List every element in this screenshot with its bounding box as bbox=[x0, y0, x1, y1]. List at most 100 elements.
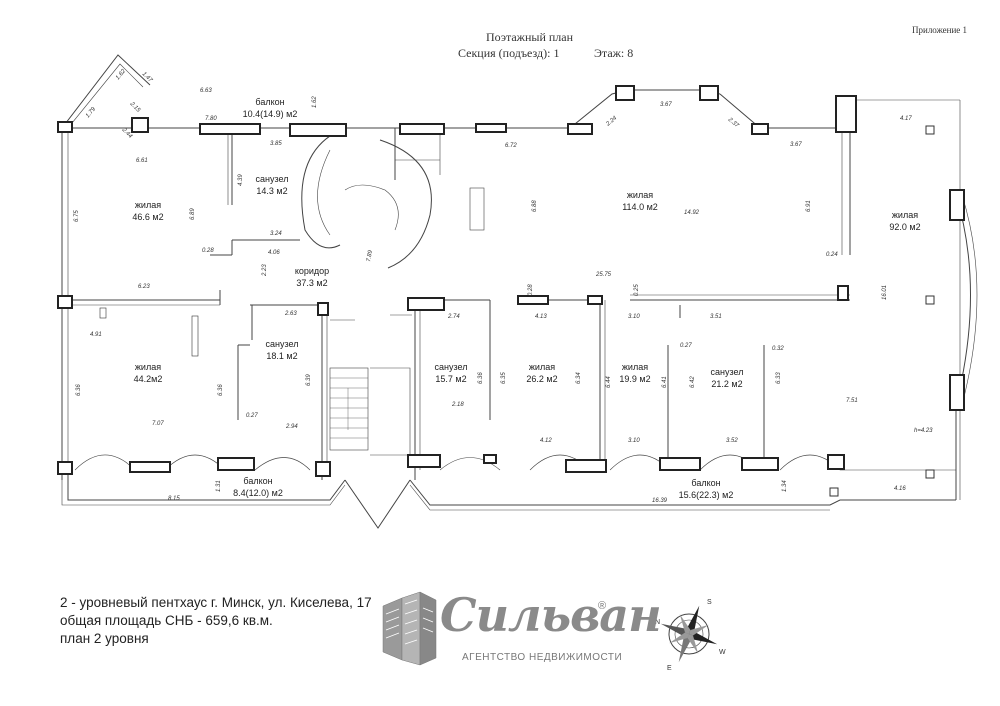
dim-label: 6.34 bbox=[576, 372, 582, 384]
dim-label: 6.44 bbox=[606, 376, 612, 388]
dim-label: 8.15 bbox=[168, 496, 180, 502]
logo-building-icon bbox=[382, 591, 437, 666]
compass-s: S bbox=[707, 599, 712, 606]
room-living-east-name: жилая bbox=[892, 210, 918, 220]
room-corridor-name: коридор bbox=[295, 266, 329, 276]
dim-label: 2.94 bbox=[285, 424, 298, 430]
compass-rose-icon: S N W E bbox=[655, 599, 726, 672]
floor-label: Этаж: 8 bbox=[594, 46, 634, 60]
nw-bay-wall bbox=[61, 54, 151, 129]
dim-label: 4.12 bbox=[540, 438, 552, 444]
dim-label: 2.18 bbox=[451, 402, 464, 408]
dim-label: 0.25 bbox=[634, 284, 640, 296]
room-living-east-area: 92.0 м2 bbox=[889, 222, 920, 232]
staircase bbox=[329, 367, 369, 451]
room-bath-1-area: 18.1 м2 bbox=[266, 351, 297, 361]
dim-label: 2.63 bbox=[284, 311, 297, 317]
description-line-2: общая площадь СНБ - 659,6 кв.м. bbox=[60, 613, 273, 628]
room-bath-3-name: санузел bbox=[711, 367, 744, 377]
dim-label: 6.72 bbox=[505, 143, 517, 149]
dim-label: 14.92 bbox=[684, 210, 700, 216]
dim-label: 1.31 bbox=[216, 480, 222, 492]
dim-label: 6.35 bbox=[501, 372, 507, 384]
dim-label: 4.17 bbox=[900, 116, 912, 122]
room-bath-top-area: 14.3 м2 bbox=[256, 186, 287, 196]
dim-label: 6.23 bbox=[138, 284, 150, 290]
dim-label: 4.13 bbox=[535, 314, 547, 320]
room-balcony-top-name: балкон bbox=[255, 97, 284, 107]
room-living-nw-name: жилая bbox=[135, 200, 161, 210]
dim-label: 3.85 bbox=[270, 141, 282, 147]
section-label: Секция (подъезд): 1 bbox=[458, 46, 560, 60]
dim-label: 6.75 bbox=[74, 210, 80, 222]
room-corridor-area: 37.3 м2 bbox=[296, 278, 327, 288]
room-living-nw-area: 46.6 м2 bbox=[132, 212, 163, 222]
dim-label: 16.01 bbox=[882, 285, 888, 300]
room-living-2-area: 26.2 м2 bbox=[526, 374, 557, 384]
room-bath-2-name: санузел bbox=[435, 362, 468, 372]
dim-label: 7.07 bbox=[152, 421, 164, 427]
dim-label: 3.10 bbox=[628, 438, 640, 444]
dim-label: 0.27 bbox=[246, 413, 258, 419]
room-balcony-top-area: 10.4(14.9) м2 bbox=[243, 109, 298, 119]
dim-label: 3.51 bbox=[710, 314, 722, 320]
room-balcony-bl-area: 8.4(12.0) м2 bbox=[233, 488, 283, 498]
dim-label: 2.15 bbox=[128, 100, 142, 114]
dim-label: 6.39 bbox=[306, 374, 312, 386]
dim-label: 4.91 bbox=[90, 332, 102, 338]
dim-label: 0.32 bbox=[772, 346, 784, 352]
dim-label: 0.28 bbox=[202, 248, 214, 254]
room-bath-3-area: 21.2 м2 bbox=[711, 379, 742, 389]
description-line-1: 2 - уровневый пентхаус г. Минск, ул. Кис… bbox=[60, 595, 372, 610]
compass-w: W bbox=[719, 649, 726, 656]
dim-label: 7.89 bbox=[366, 249, 374, 262]
dim-label: 6.89 bbox=[190, 208, 196, 220]
dim-label: 0.24 bbox=[826, 252, 838, 258]
description-line-3: план 2 уровня bbox=[60, 631, 149, 646]
dim-label: 6.33 bbox=[776, 372, 782, 384]
dim-label: 3.10 bbox=[628, 314, 640, 320]
dim-label: 0.28 bbox=[528, 284, 534, 296]
dim-label: 1.79 bbox=[85, 106, 98, 119]
dim-label: 0.27 bbox=[680, 343, 692, 349]
room-balcony-br-area: 15.6(22.3) м2 bbox=[679, 490, 734, 500]
logo-name: Сильван bbox=[440, 588, 662, 642]
room-bath-top-name: санузел bbox=[256, 174, 289, 184]
dim-label: 3.52 bbox=[726, 438, 738, 444]
room-living-2-name: жилая bbox=[529, 362, 555, 372]
dim-label: 4.06 bbox=[268, 250, 280, 256]
room-living-sw-area: 44.2м2 bbox=[134, 374, 163, 384]
room-bath-1-name: санузел bbox=[266, 339, 299, 349]
dim-label: h=4.23 bbox=[914, 428, 933, 434]
dim-label: 2.23 bbox=[262, 264, 268, 277]
dim-label: 4.39 bbox=[238, 174, 244, 186]
dim-label: 16.39 bbox=[652, 498, 668, 504]
compass-n: N bbox=[655, 619, 660, 626]
dim-label: 4.16 bbox=[894, 486, 906, 492]
room-living-3-name: жилая bbox=[622, 362, 648, 372]
room-living-center-name: жилая bbox=[627, 190, 653, 200]
property-description: 2 - уровневый пентхаус г. Минск, ул. Кис… bbox=[60, 594, 372, 648]
dim-label: 6.63 bbox=[200, 88, 212, 94]
dim-label: 2.37 bbox=[726, 116, 740, 129]
dim-label: 6.36 bbox=[76, 384, 82, 396]
dim-label: 1.34 bbox=[782, 480, 788, 492]
compass-e: E bbox=[667, 665, 672, 672]
dim-label: 7.51 bbox=[846, 398, 858, 404]
dim-label: 25.75 bbox=[595, 272, 612, 278]
logo-registered-mark: ® bbox=[598, 600, 607, 612]
dim-label: 6.42 bbox=[690, 376, 696, 388]
room-living-sw-name: жилая bbox=[135, 362, 161, 372]
logo-subtitle: АГЕНТСТВО НЕДВИЖИМОСТИ bbox=[462, 652, 623, 663]
dim-label: 2.24 bbox=[605, 115, 619, 128]
room-living-center-area: 114.0 м2 bbox=[622, 202, 658, 212]
dim-label: 3.67 bbox=[660, 102, 672, 108]
room-living-3-area: 19.9 м2 bbox=[619, 374, 650, 384]
dim-label: 6.41 bbox=[662, 376, 668, 388]
room-balcony-br-name: балкон bbox=[691, 478, 720, 488]
dim-label: 6.36 bbox=[218, 384, 224, 396]
dim-label: 6.91 bbox=[806, 200, 812, 212]
dim-label: 3.24 bbox=[270, 231, 282, 237]
dim-label: 6.36 bbox=[478, 372, 484, 384]
